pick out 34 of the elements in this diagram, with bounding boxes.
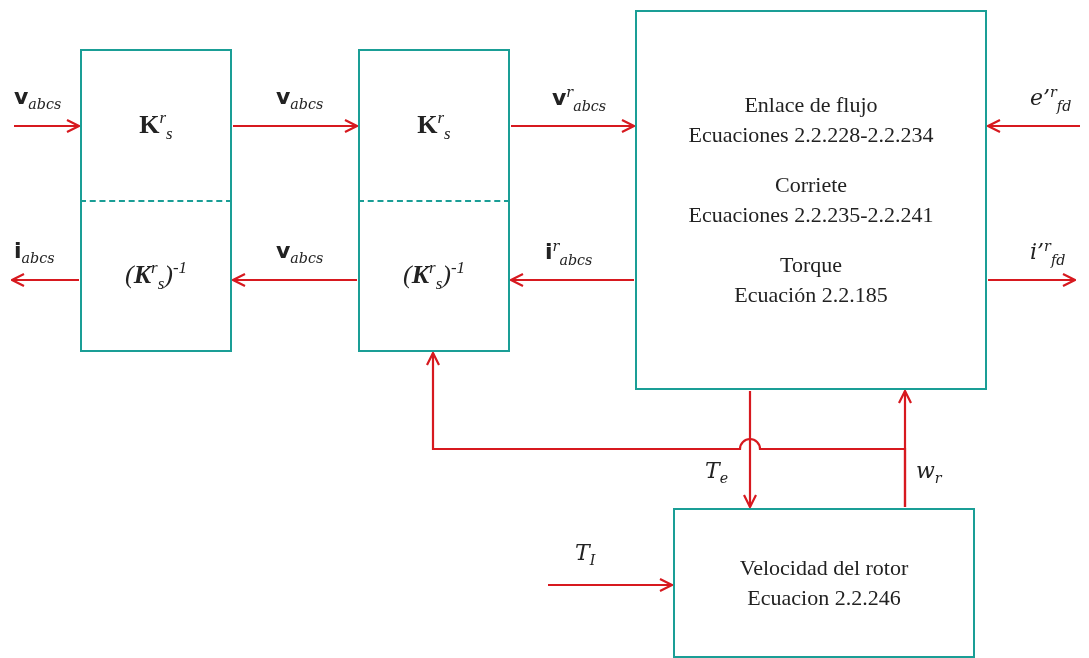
equation-text: Velocidad del rotor xyxy=(739,554,909,582)
matrix-block xyxy=(80,200,232,352)
matrix-symbol: (K$^{r}$$_{s}$)$^{-1}$ xyxy=(125,257,187,295)
arrow xyxy=(14,118,81,134)
arrow xyxy=(548,577,674,593)
equation-text: Ecuacion 2.2.246 xyxy=(747,584,901,612)
equation-text: Torque xyxy=(780,251,842,279)
equation-text: Corriete xyxy=(774,171,848,199)
signal-label: v$_{abcs}$ xyxy=(276,238,324,267)
arrow xyxy=(511,118,636,134)
signal-label: T$_{e}$ xyxy=(705,458,729,487)
arrow xyxy=(231,272,357,288)
equation-text: Enlace de flujo xyxy=(744,91,878,119)
matrix-block xyxy=(358,49,510,201)
matrix-block xyxy=(358,200,510,352)
equation-text: Ecuaciones 2.2.235-2.2.241 xyxy=(688,201,934,229)
signal-label: v$_{abcs}$ xyxy=(276,84,324,113)
arrow xyxy=(742,391,758,509)
matrix-symbol: (K$^{r}$$_{s}$)$^{-1}$ xyxy=(403,257,465,295)
arrow xyxy=(10,272,79,288)
arrow xyxy=(233,118,359,134)
signal-label: T$_{I}$ xyxy=(575,540,596,569)
equation-text: Ecuaciones 2.2.228-2.2.234 xyxy=(688,121,934,149)
arrow xyxy=(509,272,634,288)
arrow xyxy=(986,118,1080,134)
equation-text: Ecuación 2.2.185 xyxy=(734,281,888,309)
arrow xyxy=(425,351,907,507)
arrow xyxy=(988,272,1077,288)
matrix-block xyxy=(80,49,232,201)
signal-label: i$_{abcs}$ xyxy=(14,238,55,267)
signal-label: v$_{abcs}$ xyxy=(14,84,62,113)
equation-box xyxy=(635,10,987,390)
signal-label: w$_{r}$ xyxy=(916,458,942,487)
equation-box xyxy=(673,508,975,658)
